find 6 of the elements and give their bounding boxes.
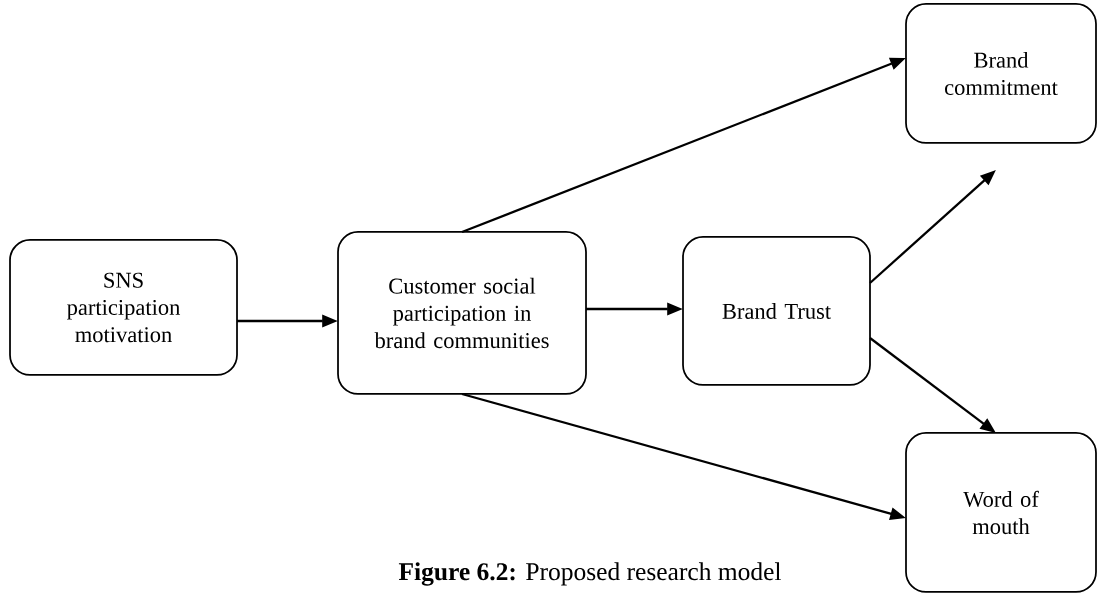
process-box: Word of mouth [905, 432, 1097, 593]
process-box: Brand commitment [905, 3, 1097, 144]
process-box: Customer social participation in brand communities [337, 231, 587, 395]
process-box: SNS participation motivation [9, 239, 238, 376]
figure-caption: Figure 6.2: Proposed research model [398, 562, 781, 586]
process-box: Brand Trust [682, 236, 871, 386]
